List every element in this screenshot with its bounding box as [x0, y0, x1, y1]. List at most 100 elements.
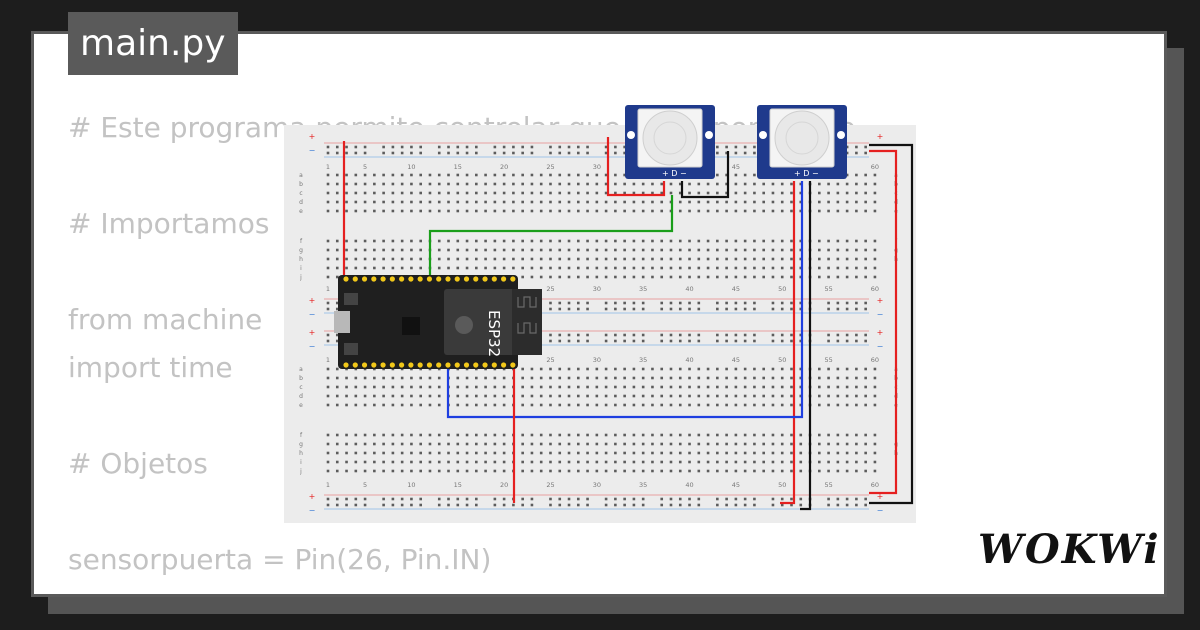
pir-sensor-2[interactable]: + D − — [757, 105, 847, 179]
column-number: 5 — [363, 481, 367, 489]
code-line: from machine — [68, 303, 263, 336]
header-pin — [380, 362, 386, 368]
chip — [402, 317, 420, 335]
header-pin — [389, 362, 395, 368]
header-pin — [352, 276, 358, 282]
header-pin — [436, 276, 442, 282]
wire-black-pir2 — [800, 181, 812, 511]
column-number: 55 — [824, 481, 832, 489]
row-letter: a — [299, 172, 303, 179]
wire-green-signal — [428, 195, 674, 277]
rail-sign: − — [877, 310, 884, 319]
row-letter: i — [300, 459, 302, 466]
wire-red-right — [869, 149, 898, 495]
header-pin — [500, 276, 507, 282]
reset-button[interactable] — [344, 343, 358, 355]
rail-sign: − — [309, 506, 316, 515]
header-pin — [436, 362, 442, 368]
code-line: # Importamos — [68, 207, 270, 240]
header-pin — [491, 276, 497, 282]
header-pin — [463, 276, 470, 282]
header-pin — [454, 362, 460, 368]
column-number: 10 — [407, 163, 415, 171]
wire-black-right — [869, 143, 914, 505]
header-pin — [445, 276, 451, 282]
mount-hole-icon — [627, 131, 635, 139]
pir-pin-labels: + D − — [662, 169, 687, 178]
esp32-board[interactable]: ESP32 — [334, 275, 542, 369]
column-number: 1 — [326, 285, 330, 293]
column-number: 25 — [546, 285, 554, 293]
row-letter: g — [299, 247, 303, 254]
column-number: 40 — [685, 356, 693, 364]
header-pin — [408, 362, 414, 368]
header-pin — [510, 362, 516, 368]
code-line: Pin(13, Pin.IN) — [68, 584, 856, 594]
column-number: 45 — [732, 163, 740, 171]
column-number: 1 — [326, 356, 330, 364]
column-number: 50 — [778, 481, 786, 489]
header-pin — [445, 362, 451, 368]
column-number: 30 — [593, 481, 601, 489]
column-number: 45 — [732, 356, 740, 364]
column-number: 35 — [639, 481, 647, 489]
header-pin — [473, 362, 479, 368]
header-pin — [454, 276, 460, 282]
usb-port — [334, 311, 350, 333]
pir-lens-icon — [774, 110, 830, 166]
row-letter: d — [299, 199, 303, 206]
column-number: 30 — [593, 163, 601, 171]
header-pin — [399, 362, 405, 368]
row-letter: f — [300, 238, 303, 245]
header-pin — [500, 362, 507, 368]
pir-sensor-1[interactable]: + D − — [625, 105, 715, 179]
espressif-logo-icon — [455, 316, 473, 334]
column-number: 50 — [778, 285, 786, 293]
rail-sign: + — [877, 296, 884, 305]
row-letter: j — [299, 468, 302, 475]
header-pin — [352, 362, 358, 368]
column-number: 55 — [824, 356, 832, 364]
antenna-icon — [517, 296, 537, 308]
column-number: 55 — [824, 285, 832, 293]
header-pin — [361, 276, 368, 282]
header-pin — [389, 276, 395, 282]
column-number: 40 — [685, 285, 693, 293]
boot-button[interactable] — [344, 293, 358, 305]
column-number: 60 — [871, 163, 879, 171]
circuit-diagram: 1111555510101010151515152020202025252525… — [284, 105, 916, 523]
wires — [342, 137, 914, 511]
wire-red-pir2 — [780, 181, 796, 505]
row-letter: i — [300, 265, 302, 272]
rail-sign: + — [309, 328, 316, 337]
code-line: # Objetos — [68, 447, 208, 480]
rail-sign: − — [309, 146, 316, 155]
antenna-area — [512, 289, 542, 355]
column-number: 20 — [500, 163, 508, 171]
column-number: 35 — [639, 356, 647, 364]
column-number: 5 — [363, 163, 367, 171]
rail-sign: − — [309, 310, 316, 319]
column-number: 60 — [871, 481, 879, 489]
code-line: sensorpuerta = Pin(26, Pin.IN) — [68, 543, 492, 576]
header-pin — [417, 276, 423, 282]
rail-sign: − — [877, 506, 884, 515]
file-tab[interactable]: main.py — [68, 12, 238, 75]
column-number: 25 — [546, 356, 554, 364]
row-letter: g — [299, 441, 303, 448]
column-number: 30 — [593, 285, 601, 293]
rail-sign: + — [309, 296, 316, 305]
header-pin — [371, 362, 377, 368]
wire-black-pir1 — [680, 151, 730, 199]
header-pin — [426, 276, 433, 282]
header-pin — [491, 362, 497, 368]
header-pin — [463, 362, 470, 368]
header-pin — [399, 276, 405, 282]
rail-sign: − — [877, 342, 884, 351]
header-pin — [408, 276, 414, 282]
column-number: 20 — [500, 481, 508, 489]
row-letter: c — [299, 384, 302, 391]
header-pin — [482, 362, 488, 368]
column-number: 30 — [593, 356, 601, 364]
column-number: 60 — [871, 356, 879, 364]
